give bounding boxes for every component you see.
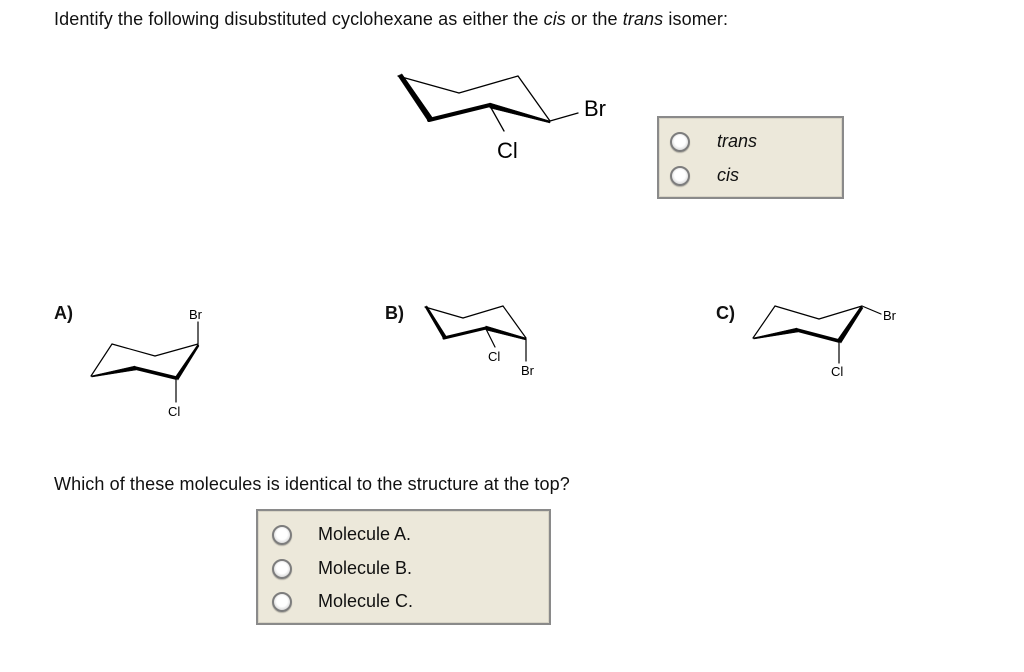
isomer-answer-box: trans cis	[657, 116, 844, 199]
question-1-middle: or the	[565, 9, 623, 29]
option-molecule-a-label: Molecule A.	[318, 524, 412, 544]
molecule-b-cl-label: Cl	[488, 349, 500, 364]
option-cis-label: cis	[717, 165, 739, 185]
molecule-a-letter: A)	[54, 303, 73, 323]
molecule-answer-box: Molecule A. Molecule B. Molecule C.	[256, 509, 551, 625]
question-1-suffix: isomer:	[663, 9, 729, 29]
radio-trans[interactable]	[670, 131, 690, 152]
radio-molecule-a[interactable]	[272, 524, 292, 545]
top-structure-chair: Br Cl	[397, 73, 606, 163]
radio-cis[interactable]	[670, 165, 690, 186]
option-trans-label: trans	[717, 131, 758, 151]
question-1-text: Identify the following disubstituted cyc…	[54, 9, 728, 30]
molecule-c-br-label: Br	[883, 308, 897, 323]
top-br-label: Br	[584, 96, 606, 121]
molecule-c-chair: Br Cl	[752, 305, 897, 379]
molecule-a-br-label: Br	[189, 307, 203, 322]
option-trans[interactable]: trans	[670, 131, 757, 152]
radio-molecule-b[interactable]	[272, 558, 292, 579]
cis-word: cis	[543, 9, 566, 29]
trans-word: trans	[622, 9, 664, 29]
option-molecule-b-label: Molecule B.	[318, 558, 413, 578]
molecule-a-cl-label: Cl	[168, 404, 180, 419]
option-molecule-c-label: Molecule C.	[318, 591, 414, 611]
radio-molecule-c[interactable]	[272, 591, 292, 612]
molecule-b-chair: Cl Br	[424, 305, 535, 378]
option-molecule-b[interactable]: Molecule B.	[272, 558, 412, 579]
top-cl-label: Cl	[497, 138, 518, 163]
option-molecule-a[interactable]: Molecule A.	[272, 524, 411, 545]
question-2-text: Which of these molecules is identical to…	[54, 474, 570, 494]
molecule-b-letter: B)	[385, 303, 404, 323]
molecule-c-cl-label: Cl	[831, 364, 843, 379]
molecule-b-br-label: Br	[521, 363, 535, 378]
option-molecule-c[interactable]: Molecule C.	[272, 591, 413, 612]
molecule-c-letter: C)	[716, 303, 735, 323]
molecule-a-chair: Br Cl	[90, 307, 203, 419]
option-cis[interactable]: cis	[670, 165, 739, 186]
question-1-prefix: Identify the following disubstituted cyc…	[54, 9, 544, 29]
